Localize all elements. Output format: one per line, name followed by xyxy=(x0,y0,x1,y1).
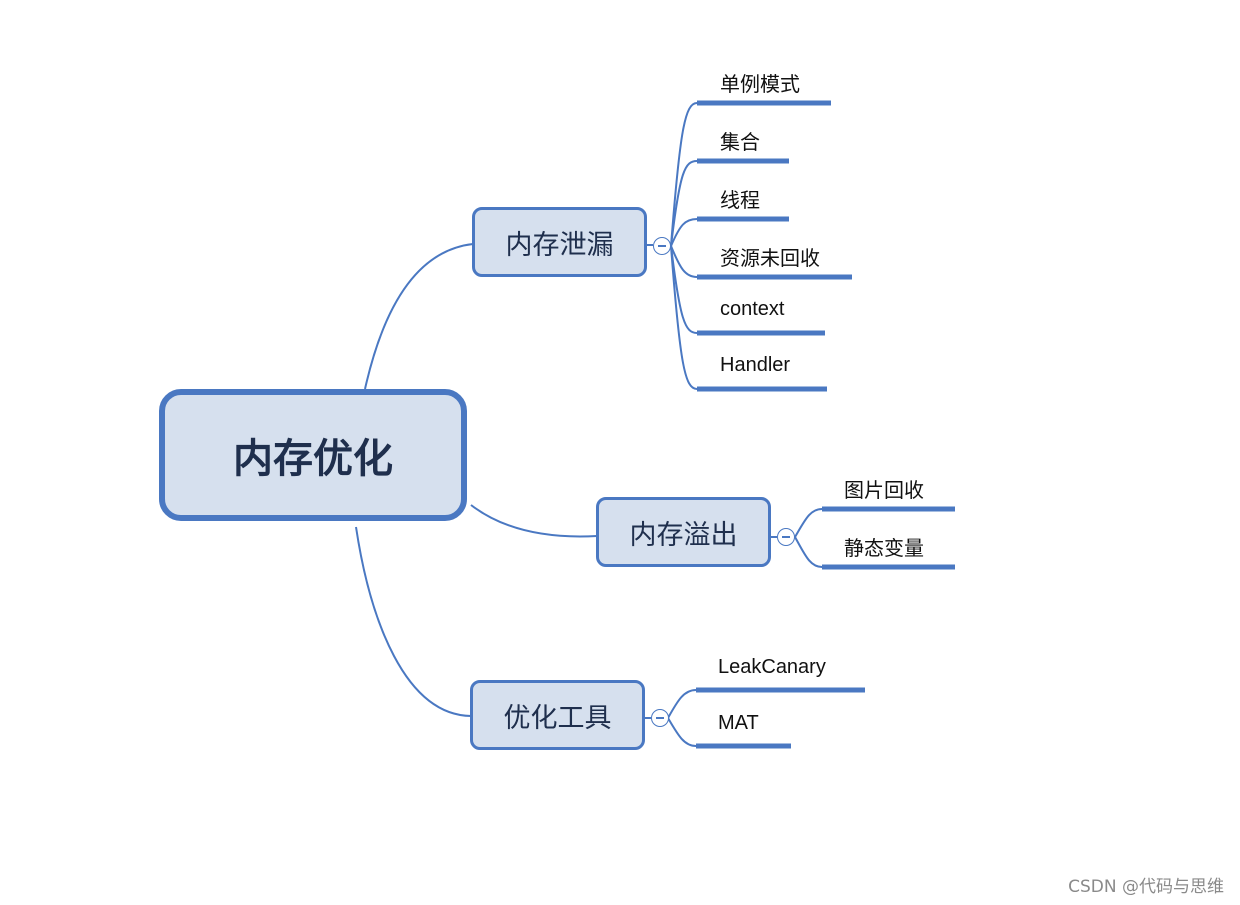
root-topic[interactable]: 内存优化 xyxy=(159,389,467,521)
overflow-children-underlines xyxy=(822,506,955,570)
collapse-tools-minus-circle-icon[interactable] xyxy=(651,709,669,727)
leaf-context[interactable]: context xyxy=(720,298,785,320)
leaf-mat[interactable]: MAT xyxy=(718,712,759,734)
connector-root-leak xyxy=(364,243,474,390)
leaf-resource-not-recycled[interactable]: 资源未回收 xyxy=(720,248,820,270)
collapse-leak-minus-circle-icon[interactable] xyxy=(653,237,671,255)
connector-root-tools xyxy=(355,526,472,717)
leaf-leakcanary[interactable]: LeakCanary xyxy=(718,656,826,678)
branch-optimization-tools[interactable]: 优化工具 xyxy=(470,680,645,750)
leaf-thread[interactable]: 线程 xyxy=(720,190,760,212)
branch-memory-leak[interactable]: 内存泄漏 xyxy=(472,207,647,277)
connector-root-overflow xyxy=(470,504,598,538)
leaf-singleton[interactable]: 单例模式 xyxy=(720,74,800,96)
collapse-overflow-minus-circle-icon[interactable] xyxy=(777,528,795,546)
tools-children-underlines xyxy=(696,687,865,749)
leaf-collection[interactable]: 集合 xyxy=(720,132,760,154)
branch-memory-overflow[interactable]: 内存溢出 xyxy=(596,497,771,567)
leaf-handler[interactable]: Handler xyxy=(720,354,791,376)
tools-children-connectors xyxy=(667,689,697,747)
leaf-bitmap-recycle[interactable]: 图片回收 xyxy=(844,480,924,502)
leaf-static-variable[interactable]: 静态变量 xyxy=(844,538,924,560)
leak-children-underlines xyxy=(697,100,852,392)
overflow-children-connectors xyxy=(794,508,823,568)
csdn-watermark: CSDN @代码与思维 xyxy=(1068,877,1224,897)
leak-children-connectors xyxy=(670,102,698,390)
